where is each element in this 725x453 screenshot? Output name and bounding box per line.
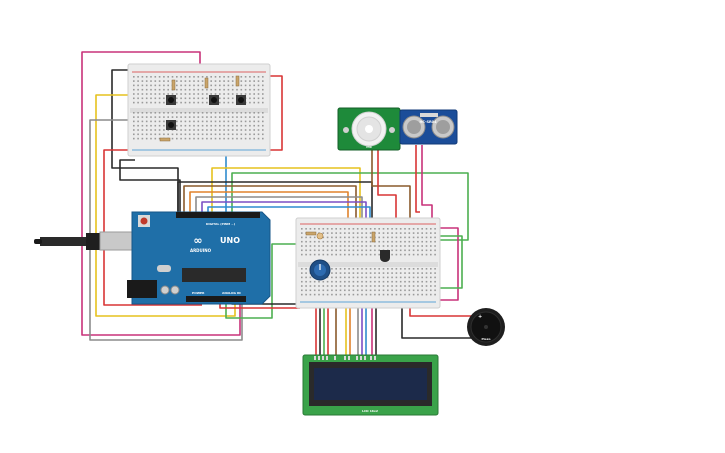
wire-pir-red [377, 150, 397, 222]
pir-sensor[interactable]: PIR [337, 107, 401, 151]
digital-header [176, 212, 260, 218]
atmega-chip [182, 268, 246, 282]
breadboard-top [127, 63, 271, 157]
buzzer-label: Piezo [481, 337, 490, 341]
svg-text:+: + [478, 314, 482, 320]
arduino-model: UNO [220, 236, 240, 245]
power-jack [127, 280, 157, 298]
pushbutton-3[interactable] [236, 95, 246, 105]
breadboard-top-holes [133, 76, 264, 140]
resistor-5 [305, 231, 317, 236]
wire-pir-brown [371, 150, 411, 222]
resistor-2 [204, 77, 209, 89]
resistors-top [159, 75, 240, 142]
wire-red-top-right [262, 75, 283, 151]
resistor-4 [159, 137, 171, 142]
potentiometer[interactable] [309, 259, 331, 281]
ultrasonic-label: HC-SR04 [419, 120, 437, 124]
breadboard-right [295, 217, 441, 309]
wire-red-left [103, 149, 202, 306]
resistors-right [305, 231, 376, 243]
analog-label: ANALOG IN [222, 291, 241, 295]
wire-green-right [430, 235, 463, 289]
wire-us-red [415, 145, 420, 213]
ultrasonic-sensor[interactable]: HC-SR04 [399, 109, 458, 145]
lcd-screen [314, 368, 427, 400]
lcd-display: LCD 16x2 [302, 354, 439, 416]
pir-label: PIR [366, 145, 372, 149]
wire-yellow-left [95, 94, 236, 317]
resistor-1 [171, 79, 176, 91]
temperature-sensor [380, 250, 390, 262]
resistor-3 [235, 75, 240, 87]
wire-magenta-left [81, 51, 241, 336]
wire-black-buzzer [401, 300, 478, 339]
piezo-buzzer[interactable]: + Piezo [467, 308, 505, 346]
lcd-label: LCD 16x2 [362, 409, 378, 413]
lcd-pins [314, 356, 376, 360]
wire-green-bottom [225, 243, 312, 319]
power-label: POWER [192, 291, 205, 295]
arduino-brand: ARDUINO [190, 248, 212, 253]
wire-magenta-right [432, 227, 459, 301]
pushbuttons [166, 95, 246, 130]
pushbutton-2[interactable] [209, 95, 219, 105]
pushbutton-1[interactable] [166, 95, 176, 105]
wire-us-magenta [421, 145, 433, 222]
photoresistor [316, 232, 324, 240]
wire-black-top [177, 181, 373, 222]
digital-label: DIGITAL (PWM ~) [206, 222, 236, 226]
resistor-6 [371, 231, 376, 243]
wire-gray-left [89, 119, 243, 341]
usb-cable [40, 237, 96, 246]
pushbutton-4[interactable] [166, 120, 176, 130]
analog-header [186, 296, 246, 302]
arduino-uno[interactable]: ∞ UNO ARDUINO DIGITAL (PWM ~) ANALOG IN … [34, 211, 271, 305]
arduino-logo: ∞ [193, 234, 202, 247]
wire-black-2 [119, 159, 181, 215]
